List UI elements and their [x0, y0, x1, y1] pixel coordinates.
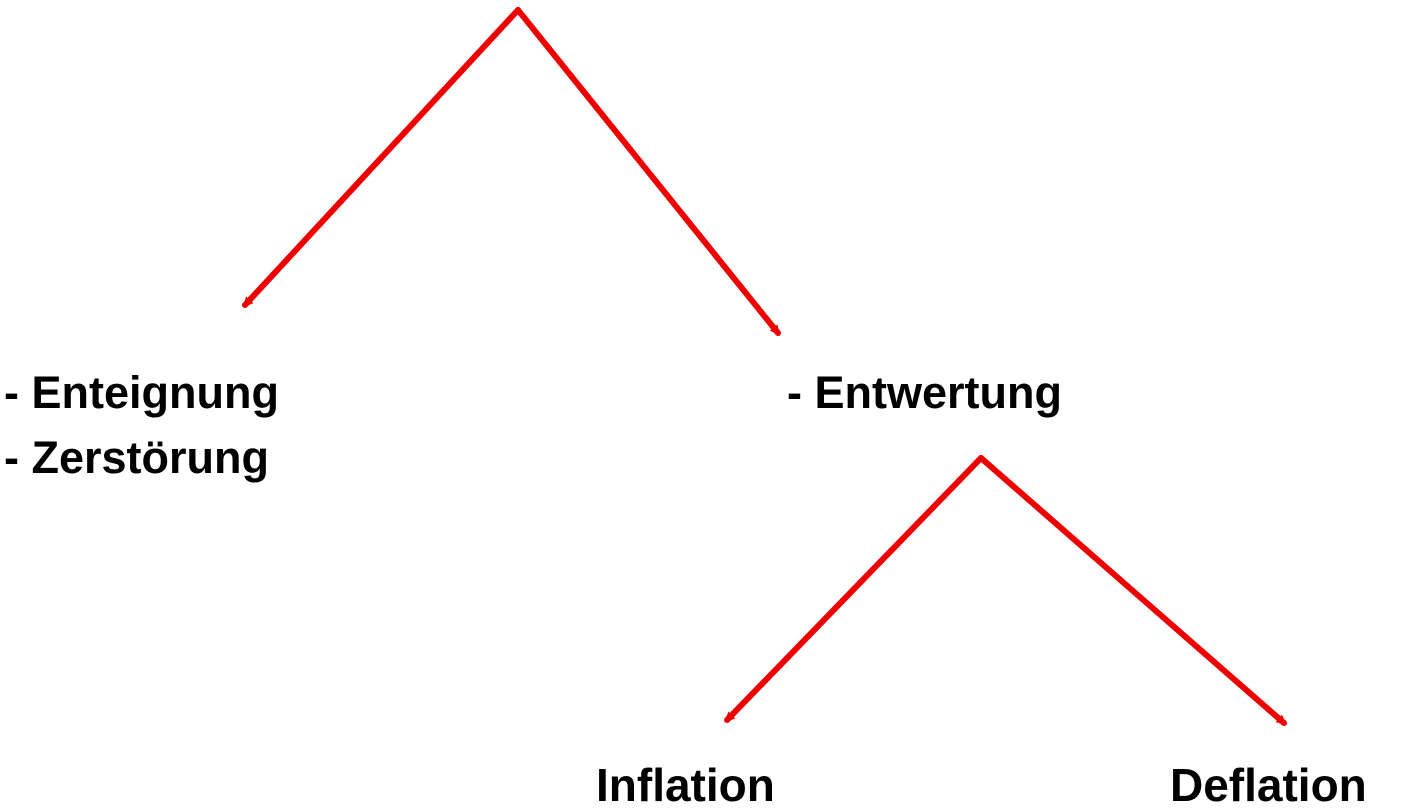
node-deflation: Deflation — [1170, 759, 1367, 811]
arrow-root-to-middle — [515, 7, 781, 336]
node-entwertung: - Entwertung — [787, 367, 1062, 418]
node-inflation: Inflation — [596, 759, 775, 811]
arrow-root-to-left — [242, 7, 521, 308]
arrow-middle-to-inflation — [724, 455, 984, 723]
arrow-middle-to-deflation — [978, 455, 1287, 726]
node-enteignung: - Enteignung — [4, 367, 279, 418]
node-zerstoerung: - Zerstörung — [4, 432, 269, 483]
